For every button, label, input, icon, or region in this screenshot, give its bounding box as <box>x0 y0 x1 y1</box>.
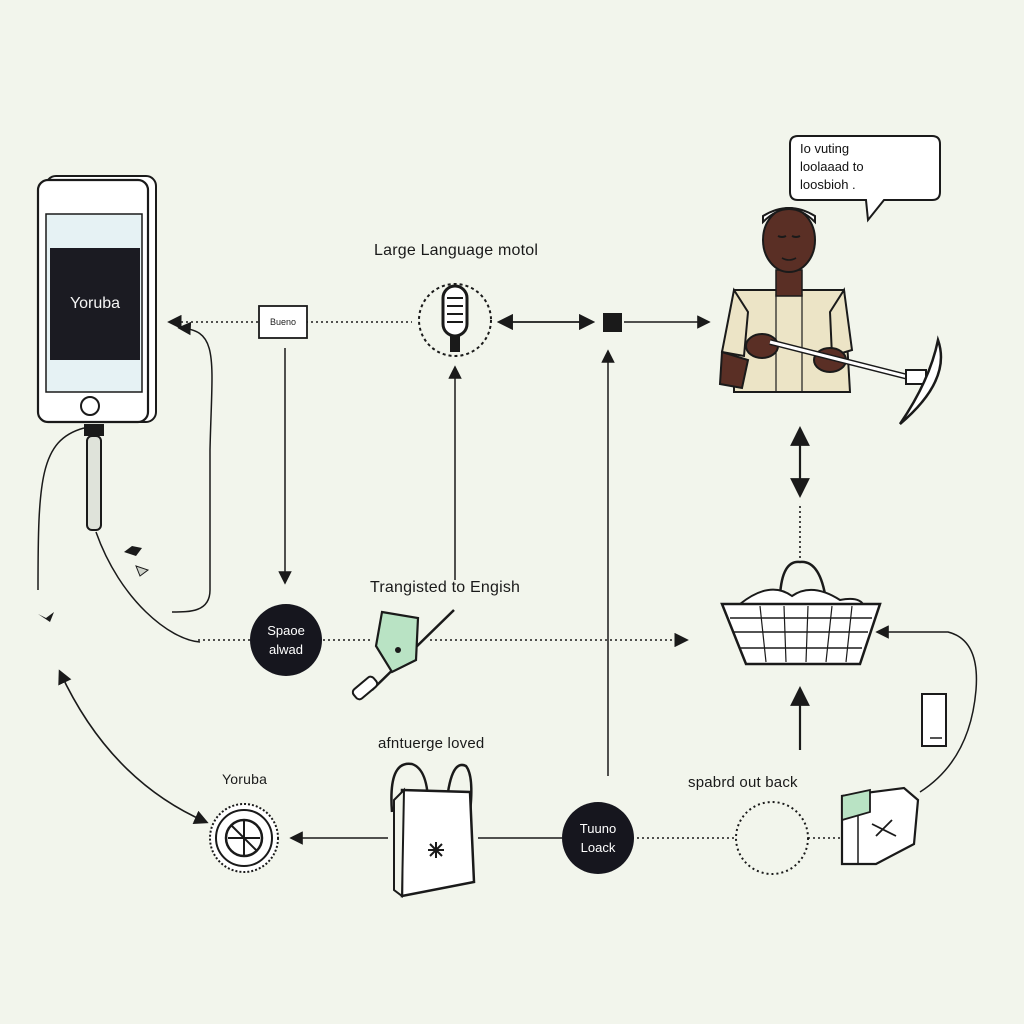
card-icon <box>921 693 947 747</box>
speech-bubble <box>789 135 941 223</box>
shovel-icon <box>351 609 455 701</box>
stray-mark <box>124 546 142 556</box>
phone-screen: Yoruba <box>50 248 140 360</box>
flow-line <box>171 321 213 613</box>
stray-mark <box>38 612 54 622</box>
shopping-bag-icon <box>390 762 476 898</box>
spoken-back-label: spabrd out back <box>688 774 798 791</box>
speech-bubble-text: Io vuting loolaaad to loosbioh . <box>800 140 930 194</box>
tuning-node <box>562 802 634 874</box>
microphone-icon <box>418 283 492 357</box>
yoruba-bottom-label: Yoruba <box>222 771 268 787</box>
translated-label: Trangisted to Engish <box>370 579 521 596</box>
box-icon <box>840 786 920 866</box>
flow-line <box>875 625 978 793</box>
stray-mark <box>135 565 150 577</box>
seal-icon <box>209 803 279 873</box>
bubble-line-1: Io vuting <box>800 141 850 156</box>
small-box <box>258 305 308 339</box>
flow-line <box>37 427 85 591</box>
hoe-icon <box>898 335 943 425</box>
space-node <box>250 604 322 676</box>
tuning-node-label: Tuuno Loack <box>562 819 634 857</box>
phone-screen-label: Yoruba <box>69 295 121 312</box>
bubble-line-2: loolaaad to <box>800 159 864 174</box>
tuning-node-line-1: Tuuno <box>579 821 617 836</box>
space-node-line-2: alwad <box>269 642 303 657</box>
basket-icon <box>720 560 882 666</box>
dotted-circle-icon <box>735 801 809 875</box>
bubble-line-3: loosbioh . <box>800 177 856 192</box>
tuning-node-line-2: Loack <box>580 840 616 855</box>
curved-double-arrow <box>58 669 209 824</box>
space-node-label: Spaoe alwad <box>250 621 322 659</box>
flow-line <box>95 531 201 643</box>
space-node-line-1: Spaoe <box>267 623 305 638</box>
square-marker <box>603 313 622 332</box>
small-box-label: Bueno <box>269 317 297 327</box>
llm-label: Large Language motol <box>374 242 539 259</box>
language-loved-label: afntuerge loved <box>378 735 485 752</box>
farmer-figure <box>718 207 913 393</box>
